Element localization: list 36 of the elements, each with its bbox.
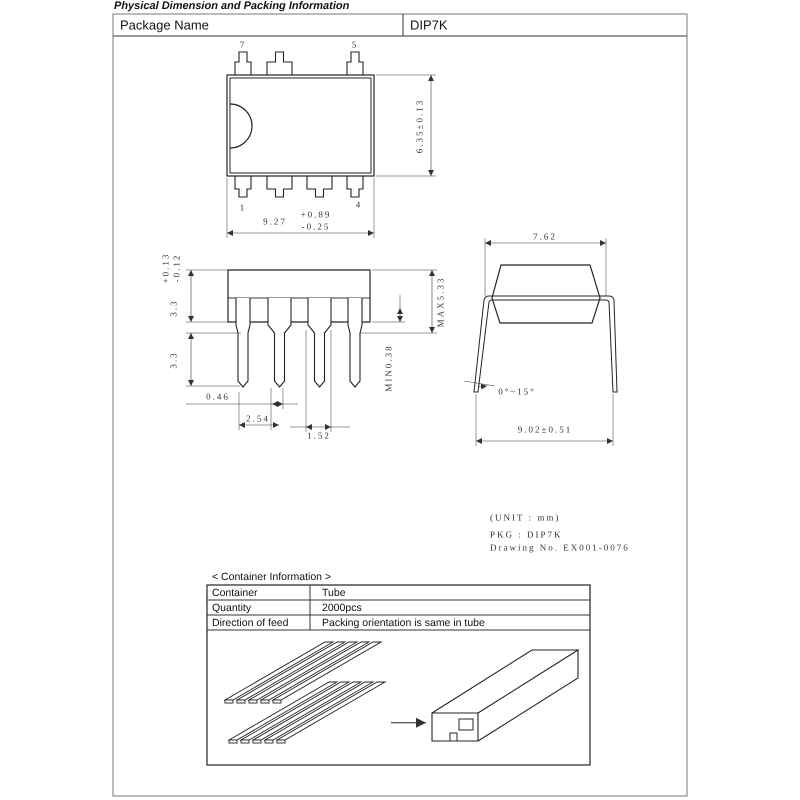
dimension-text: MIN0.38 <box>384 344 394 392</box>
dimension-text: 1.52 <box>307 432 331 440</box>
tube-stack-drawing <box>223 642 387 744</box>
tolerance-text: +0.13 <box>162 252 170 284</box>
arrow <box>390 718 426 728</box>
pin-number: 1 <box>240 204 246 212</box>
angle-text: 0°~15° <box>498 388 536 396</box>
section-heading: < Container Information > <box>212 572 332 582</box>
title: Physical Dimension and Packing Information <box>114 1 350 12</box>
dimension-text: 6.35±0.13 <box>416 98 424 154</box>
dimension-text: 9.27 <box>263 218 287 226</box>
dimension-text: 0.46 <box>206 392 230 402</box>
table-cell: 2000pcs <box>322 602 362 614</box>
pin-number: 4 <box>356 200 362 210</box>
pin-number: 7 <box>240 40 246 50</box>
unit-note: (UNIT : mm) <box>490 514 560 522</box>
table-cell: Direction of feed <box>212 618 288 628</box>
table-cell: Packing orientation is same in tube <box>322 618 485 628</box>
dimension-text: MAX5.33 <box>436 276 446 328</box>
dimension-text: 3.3 <box>170 351 178 369</box>
dimension-text: 9.02±0.51 <box>518 426 572 434</box>
tolerance-text: -0.25 <box>302 222 330 232</box>
tolerance-text: -0.12 <box>172 254 182 282</box>
tolerance-text: +0.89 <box>300 210 332 220</box>
table-cell: Quantity <box>212 602 252 614</box>
tube-drawing <box>431 649 580 742</box>
drawing-number: Drawing No. EX001-0076 <box>490 544 630 552</box>
dimension-text: 7.62 <box>533 232 557 242</box>
dimension-text: 3.3 <box>170 299 178 317</box>
dimension-text: 2.54 <box>246 414 270 424</box>
table-cell: Package Name <box>120 18 209 32</box>
pin-number: 5 <box>352 40 358 50</box>
table-cell: Tube <box>322 588 346 598</box>
table-cell: DIP7K <box>410 18 448 32</box>
package-note: PKG : DIP7K <box>490 530 563 540</box>
table-cell: Container <box>212 588 258 598</box>
